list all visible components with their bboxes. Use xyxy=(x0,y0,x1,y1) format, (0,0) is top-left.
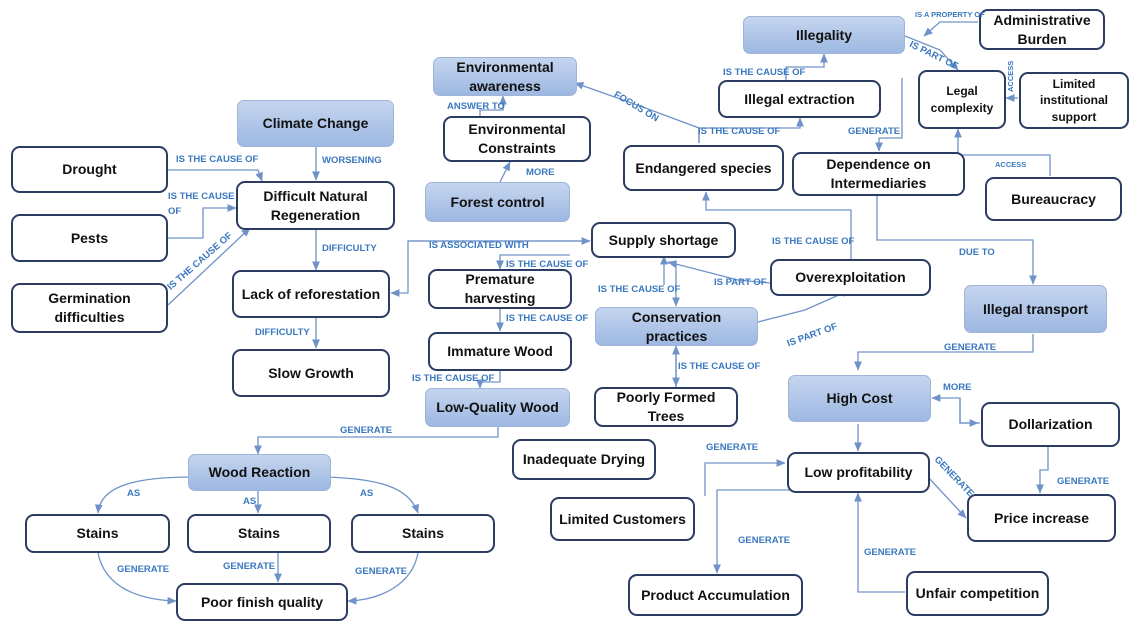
edge-label: GENERATE xyxy=(355,566,408,577)
edge-label: IS THE CAUSE xyxy=(168,191,235,202)
node-premature-harvesting[interactable]: Premature harvesting xyxy=(428,269,572,309)
node-low-profitability[interactable]: Low profitability xyxy=(787,452,930,493)
node-environmental-awareness[interactable]: Environmental awareness xyxy=(433,57,577,96)
node-dependence-on-intermediaries[interactable]: Dependence on Intermediaries xyxy=(792,152,965,196)
node-dollarization[interactable]: Dollarization xyxy=(981,402,1120,447)
node-bureaucracy[interactable]: Bureaucracy xyxy=(985,177,1122,221)
edge-label: DUE TO xyxy=(959,247,995,258)
edge-label: AS xyxy=(360,488,374,499)
node-wood-reaction[interactable]: Wood Reaction xyxy=(188,454,331,491)
edge-label: IS THE CAUSE OF xyxy=(772,236,855,247)
node-climate-change[interactable]: Climate Change xyxy=(237,100,394,147)
edge-label: IS THE CAUSE OF xyxy=(412,373,495,384)
edge-label: IS THE CAUSE OF xyxy=(506,313,589,324)
node-lack-of-reforestation[interactable]: Lack of reforestation xyxy=(232,270,390,318)
edge-label: AS xyxy=(243,496,257,507)
node-stains-1[interactable]: Stains xyxy=(25,514,170,553)
node-drought[interactable]: Drought xyxy=(11,146,168,193)
edge-label: DIFFICULTY xyxy=(255,327,310,338)
edge-label: GENERATE xyxy=(1057,476,1110,487)
edge-label: OF xyxy=(168,206,182,217)
node-price-increase[interactable]: Price increase xyxy=(967,494,1116,542)
edge-label: IS THE CAUSE OF xyxy=(176,154,259,165)
node-illegal-extraction[interactable]: Illegal extraction xyxy=(718,80,881,118)
node-legal-complexity[interactable]: Legal complexity xyxy=(918,70,1006,129)
node-pests[interactable]: Pests xyxy=(11,214,168,262)
node-high-cost[interactable]: High Cost xyxy=(788,375,931,422)
edge-label: GENERATE xyxy=(944,342,997,353)
edge-label: ACCESS xyxy=(1006,60,1015,92)
node-environmental-constraints[interactable]: Environmental Constraints xyxy=(443,116,591,162)
edge-label: IS THE CAUSE OF xyxy=(723,67,806,78)
edge-label: GENERATE xyxy=(706,442,759,453)
node-overexploitation[interactable]: Overexploitation xyxy=(770,259,931,296)
edge-label: GENERATE xyxy=(223,561,276,572)
node-difficult-natural-regeneration[interactable]: Difficult Natural Regeneration xyxy=(236,181,395,230)
node-administrative-burden[interactable]: Administrative Burden xyxy=(979,9,1105,50)
edge-label: IS ASSOCIATED WITH xyxy=(429,240,529,251)
node-germination-difficulties[interactable]: Germination difficulties xyxy=(11,283,168,333)
edge-label: IS THE CAUSE OF xyxy=(598,284,681,295)
edge-label: DIFFICULTY xyxy=(322,243,377,254)
node-low-quality-wood[interactable]: Low-Quality Wood xyxy=(425,388,570,427)
edge-label: IS THE CAUSE OF xyxy=(678,361,761,372)
node-conservation-practices[interactable]: Conservation practices xyxy=(595,307,758,346)
edge-label: AS xyxy=(127,488,141,499)
node-illegal-transport[interactable]: Illegal transport xyxy=(964,285,1107,333)
node-poorly-formed-trees[interactable]: Poorly Formed Trees xyxy=(594,387,738,427)
edge-label: MORE xyxy=(526,167,555,178)
node-inadequate-drying[interactable]: Inadequate Drying xyxy=(512,439,656,480)
node-stains-3[interactable]: Stains xyxy=(351,514,495,553)
edge-label: GENERATE xyxy=(117,564,170,575)
edge-label: IS THE CAUSE OF xyxy=(698,126,781,137)
node-stains-2[interactable]: Stains xyxy=(187,514,331,553)
node-limited-customers[interactable]: Limited Customers xyxy=(550,497,695,541)
edge-label: ACCESS xyxy=(995,160,1027,169)
edge-label: IS THE CAUSE OF xyxy=(506,259,589,270)
node-endangered-species[interactable]: Endangered species xyxy=(623,145,784,191)
edge-label: IS A PROPERTY OF xyxy=(915,10,985,19)
edge-label: IS PART OF xyxy=(714,277,767,288)
edge-label: GENERATE xyxy=(340,425,393,436)
edge-label: MORE xyxy=(943,382,972,393)
edge-label: ANSWER TO xyxy=(447,101,505,112)
node-immature-wood[interactable]: Immature Wood xyxy=(428,332,572,371)
edge-label: WORSENING xyxy=(322,155,382,166)
node-unfair-competition[interactable]: Unfair competition xyxy=(906,571,1049,616)
node-illegality[interactable]: Illegality xyxy=(743,16,905,54)
edge-label: GENERATE xyxy=(864,547,917,558)
node-limited-institutional-support[interactable]: Limited institutional support xyxy=(1019,72,1129,129)
edge-label: GENERATE xyxy=(848,126,901,137)
node-supply-shortage[interactable]: Supply shortage xyxy=(591,222,736,258)
node-poor-finish-quality[interactable]: Poor finish quality xyxy=(176,583,348,621)
node-slow-growth[interactable]: Slow Growth xyxy=(232,349,390,397)
edge-label: GENERATE xyxy=(738,535,791,546)
node-product-accumulation[interactable]: Product Accumulation xyxy=(628,574,803,616)
node-forest-control[interactable]: Forest control xyxy=(425,182,570,222)
